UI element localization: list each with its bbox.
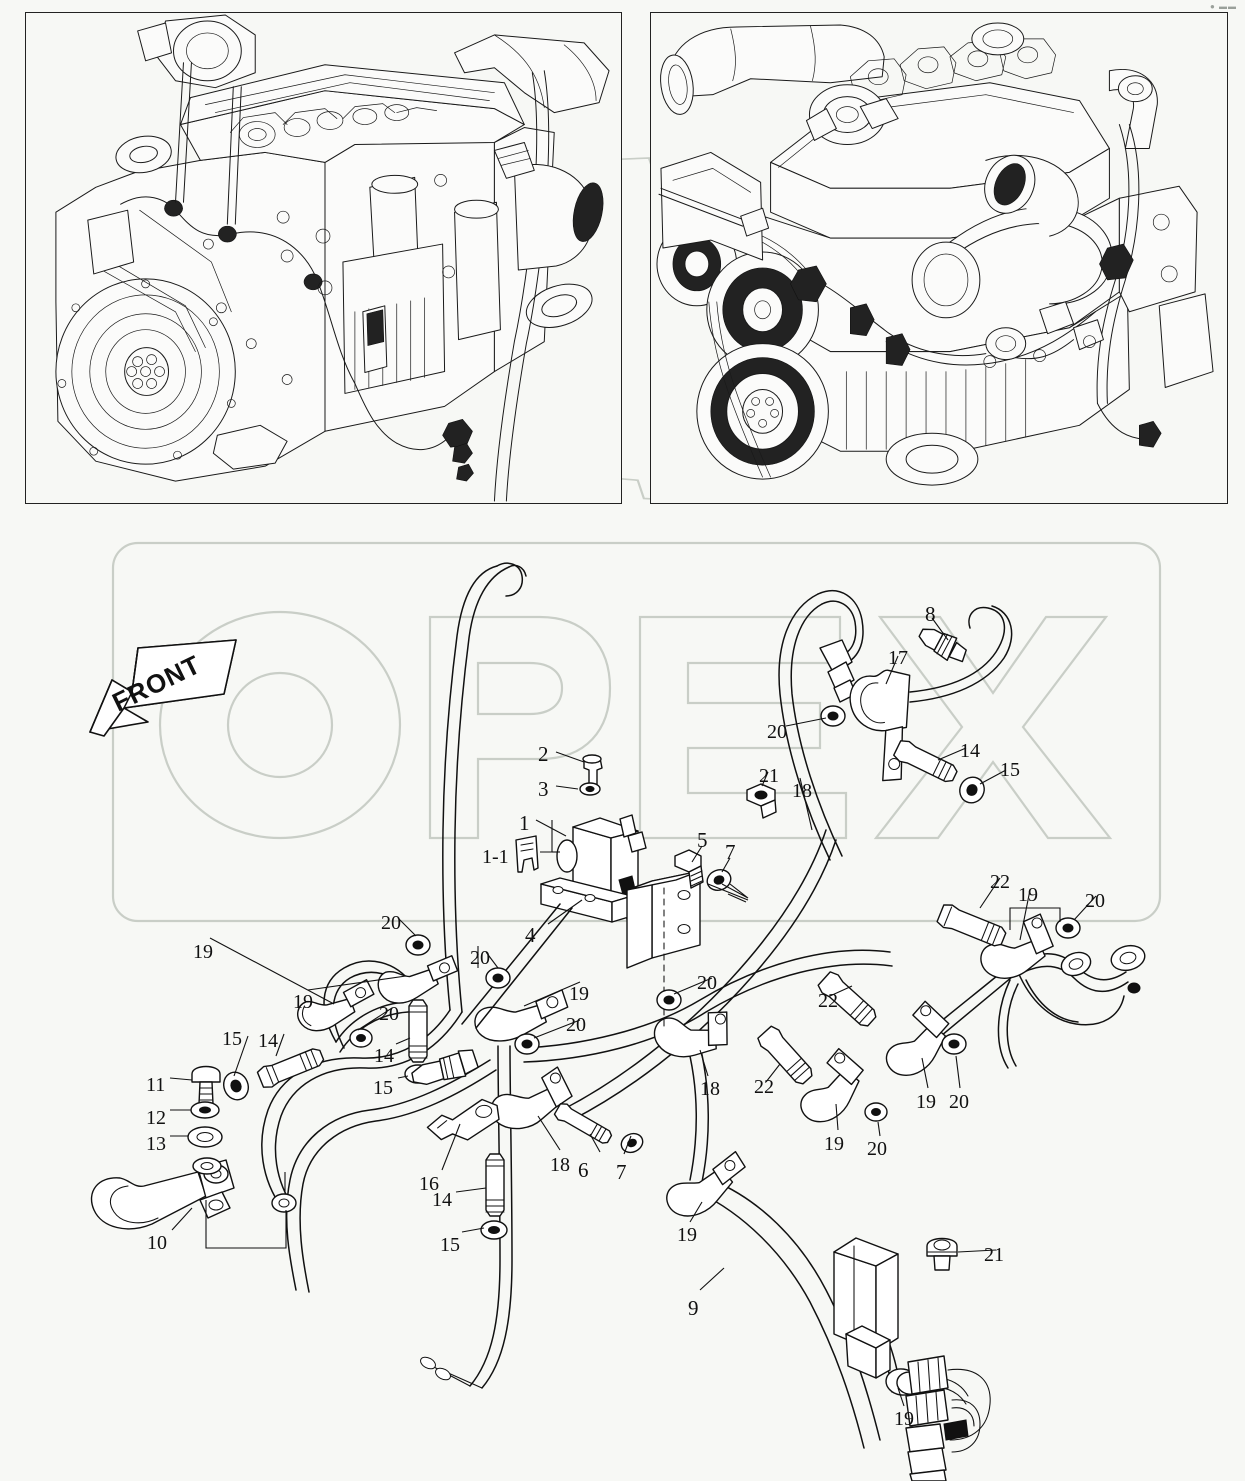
callout-number-20: 20	[949, 1091, 969, 1113]
callout-number-5: 5	[697, 828, 708, 852]
callout-number-19: 19	[1018, 884, 1038, 906]
callout-number-19: 19	[916, 1091, 936, 1113]
callout-number-19: 19	[569, 983, 589, 1005]
callout-number-14: 14	[432, 1189, 452, 1211]
fasteners	[187, 628, 1081, 1271]
callout-number-20: 20	[381, 912, 401, 934]
clamp-bracket-17	[849, 669, 911, 782]
callout-number-20: 20	[566, 1014, 586, 1036]
callout-number-22: 22	[990, 871, 1010, 893]
callout-number-21: 21	[984, 1244, 1004, 1266]
callout-number-14: 14	[960, 740, 980, 762]
callout-number-14: 14	[374, 1045, 394, 1067]
callout-number-9: 9	[688, 1296, 699, 1320]
leader-lines	[169, 617, 1097, 1407]
callout-number-21: 21	[759, 765, 779, 787]
callout-number-1_1: 1-1	[482, 846, 509, 868]
callout-number-19: 19	[824, 1133, 844, 1155]
ring-terminals	[90, 944, 1146, 1230]
callout-number-22: 22	[754, 1076, 774, 1098]
corner-mark: ● ▬▬	[1209, 2, 1237, 11]
callout-number-20: 20	[470, 947, 490, 969]
callout-number-22: 22	[818, 990, 838, 1012]
callout-number-15: 15	[440, 1234, 460, 1256]
connector-block	[833, 1237, 899, 1379]
callout-number-20: 20	[379, 1003, 399, 1025]
callout-number-20: 20	[697, 972, 717, 994]
callout-number-19: 19	[677, 1224, 697, 1246]
engine-left-artwork	[55, 14, 610, 502]
cable-clamps	[297, 669, 1054, 1396]
inline-plug	[411, 1049, 479, 1086]
engine-right-artwork	[656, 22, 1214, 486]
callout-number-1: 1	[519, 811, 530, 835]
callout-number-18: 18	[792, 780, 812, 802]
callout-number-13: 13	[146, 1133, 166, 1155]
callout-number-19: 19	[293, 991, 313, 1013]
callout-number-15: 15	[1000, 759, 1020, 781]
connector-cluster	[905, 1355, 981, 1481]
callout-number-10: 10	[147, 1232, 167, 1254]
watermark-frame	[111, 541, 1162, 923]
callout-number-17: 17	[888, 647, 908, 669]
callout-number-11: 11	[146, 1074, 166, 1096]
nut-20-group	[349, 705, 1081, 1122]
callout-number-2: 2	[538, 742, 549, 766]
relay-assembly	[461, 754, 701, 1029]
callout-number-15: 15	[222, 1028, 242, 1050]
engine-view-left-panel	[25, 12, 622, 504]
engine-view-right-panel	[650, 12, 1228, 504]
callout-number-7: 7	[725, 840, 736, 864]
callout-number-3: 3	[538, 777, 549, 801]
callout-number-20: 20	[867, 1138, 887, 1160]
callout-number-12: 12	[146, 1107, 166, 1129]
callout-number-20: 20	[767, 721, 787, 743]
front-direction-arrow: FRONT	[89, 639, 237, 737]
callout-number-16: 16	[419, 1173, 439, 1195]
callout-number-7: 7	[616, 1160, 627, 1184]
misc-parts	[411, 1049, 981, 1481]
callout-number-19: 19	[193, 941, 213, 963]
callout-number-19: 19	[894, 1408, 914, 1430]
callout-number-6: 6	[578, 1158, 589, 1182]
watermark-opex-letters	[158, 610, 1113, 840]
callout-number-4: 4	[525, 923, 536, 947]
callout-number-20: 20	[1085, 890, 1105, 912]
callout-number-18: 18	[700, 1078, 720, 1100]
callout-number-18: 18	[550, 1154, 570, 1176]
callout-number-14: 14	[258, 1030, 278, 1052]
callout-number-8: 8	[925, 602, 936, 626]
terminal-tab-16	[426, 1098, 500, 1141]
callout-number-15: 15	[373, 1077, 393, 1099]
